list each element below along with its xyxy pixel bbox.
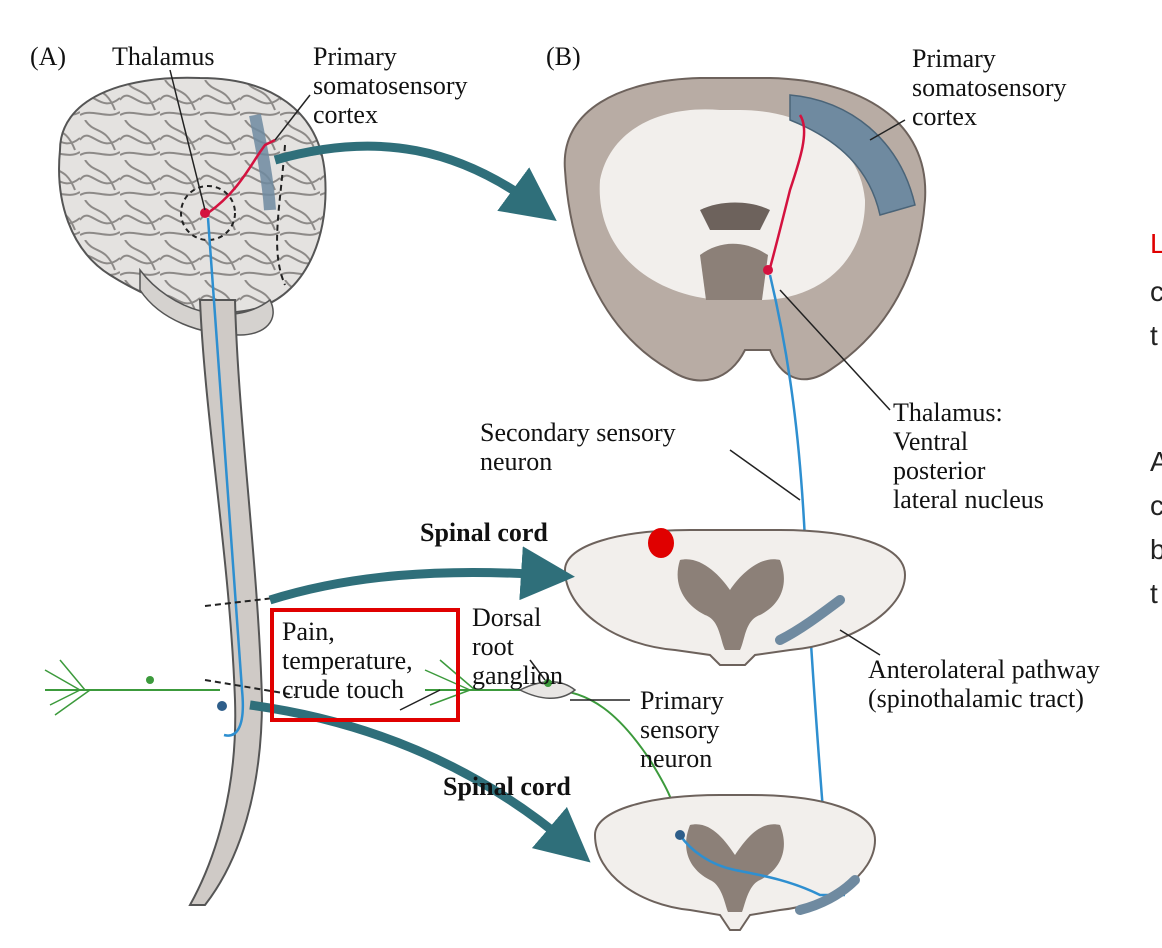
label-primary-cortex-b: Primary somatosensory cortex: [912, 44, 1067, 131]
spinal-section-upper: [563, 528, 907, 666]
thalamus-neuron-soma-b: [763, 265, 773, 275]
thalamus-outline: [180, 185, 236, 241]
label-drg: Dorsal root ganglion: [472, 603, 563, 690]
leader-drg: [529, 659, 546, 681]
section-line-upper: [204, 594, 301, 607]
lesion-marker: [648, 528, 674, 558]
label-anterolateral: Anterolateral pathway (spinothalamic tra…: [868, 655, 1100, 713]
side-text-line-1: L: [1150, 228, 1162, 259]
label-spinal-cord-upper: Spinal cord: [420, 518, 548, 547]
primary-neuron-a-soma: [146, 676, 154, 684]
label-modalities: Pain, temperature, crude touch: [282, 617, 413, 704]
third-order-neuron-a: [207, 138, 276, 215]
synapse-b: [675, 830, 685, 840]
side-text-line-6: b: [1150, 534, 1162, 565]
drg-soma: [544, 679, 552, 687]
panel-label-a: (A): [30, 42, 67, 71]
anterolateral-tract-lower: [795, 875, 860, 915]
coronal-section: [563, 77, 927, 382]
section-line-lower: [204, 679, 296, 696]
side-text-line-7: t: [1150, 578, 1158, 609]
leader-cortex-b: [869, 119, 906, 141]
side-text-line-4: A: [1150, 446, 1162, 477]
anterolateral-tract-upper: [775, 595, 845, 645]
modalities-highlight-box: [270, 608, 460, 722]
label-spinal-cord-lower: Spinal cord: [443, 772, 571, 801]
whole-brain: [58, 76, 327, 336]
leader-secondary: [729, 449, 801, 501]
label-thalamus-vpl: Thalamus: Ventral posterior lateral nucl…: [893, 398, 1044, 514]
side-text-line-5: c: [1150, 490, 1162, 521]
arrow-to-lower-section: [249, 700, 591, 863]
arrow-to-coronal: [273, 141, 557, 221]
side-text-line-2: c: [1150, 276, 1162, 307]
third-order-neuron-b: [768, 114, 806, 269]
leader-vpl: [779, 289, 891, 411]
synapse-a: [217, 701, 227, 711]
label-primary-cortex-a: Primary somatosensory cortex: [313, 42, 468, 129]
primary-neuron-a-dendrites: [44, 659, 91, 716]
label-thalamus: Thalamus: [112, 42, 215, 71]
panel-label-b: (B): [546, 42, 581, 71]
side-text-line-3: t: [1150, 320, 1158, 351]
leader-anterolateral: [839, 629, 881, 656]
decussating-axon: [678, 834, 845, 897]
label-primary-neuron: Primary sensory neuron: [640, 686, 724, 773]
leader-modalities: [399, 689, 441, 711]
dorsal-root-ganglion: [518, 681, 577, 699]
label-secondary-neuron: Secondary sensory neuron: [480, 418, 676, 476]
leader-cortex-a: [274, 94, 311, 141]
thalamus-neuron-soma-a: [200, 208, 210, 218]
second-order-neuron-a: [206, 217, 245, 737]
leader-thalamus: [169, 69, 206, 211]
spinal-cord-column: [188, 299, 264, 906]
spinal-section-lower: [593, 794, 877, 931]
dashed-cut-line: [276, 144, 286, 286]
arrow-to-upper-section: [268, 546, 575, 605]
